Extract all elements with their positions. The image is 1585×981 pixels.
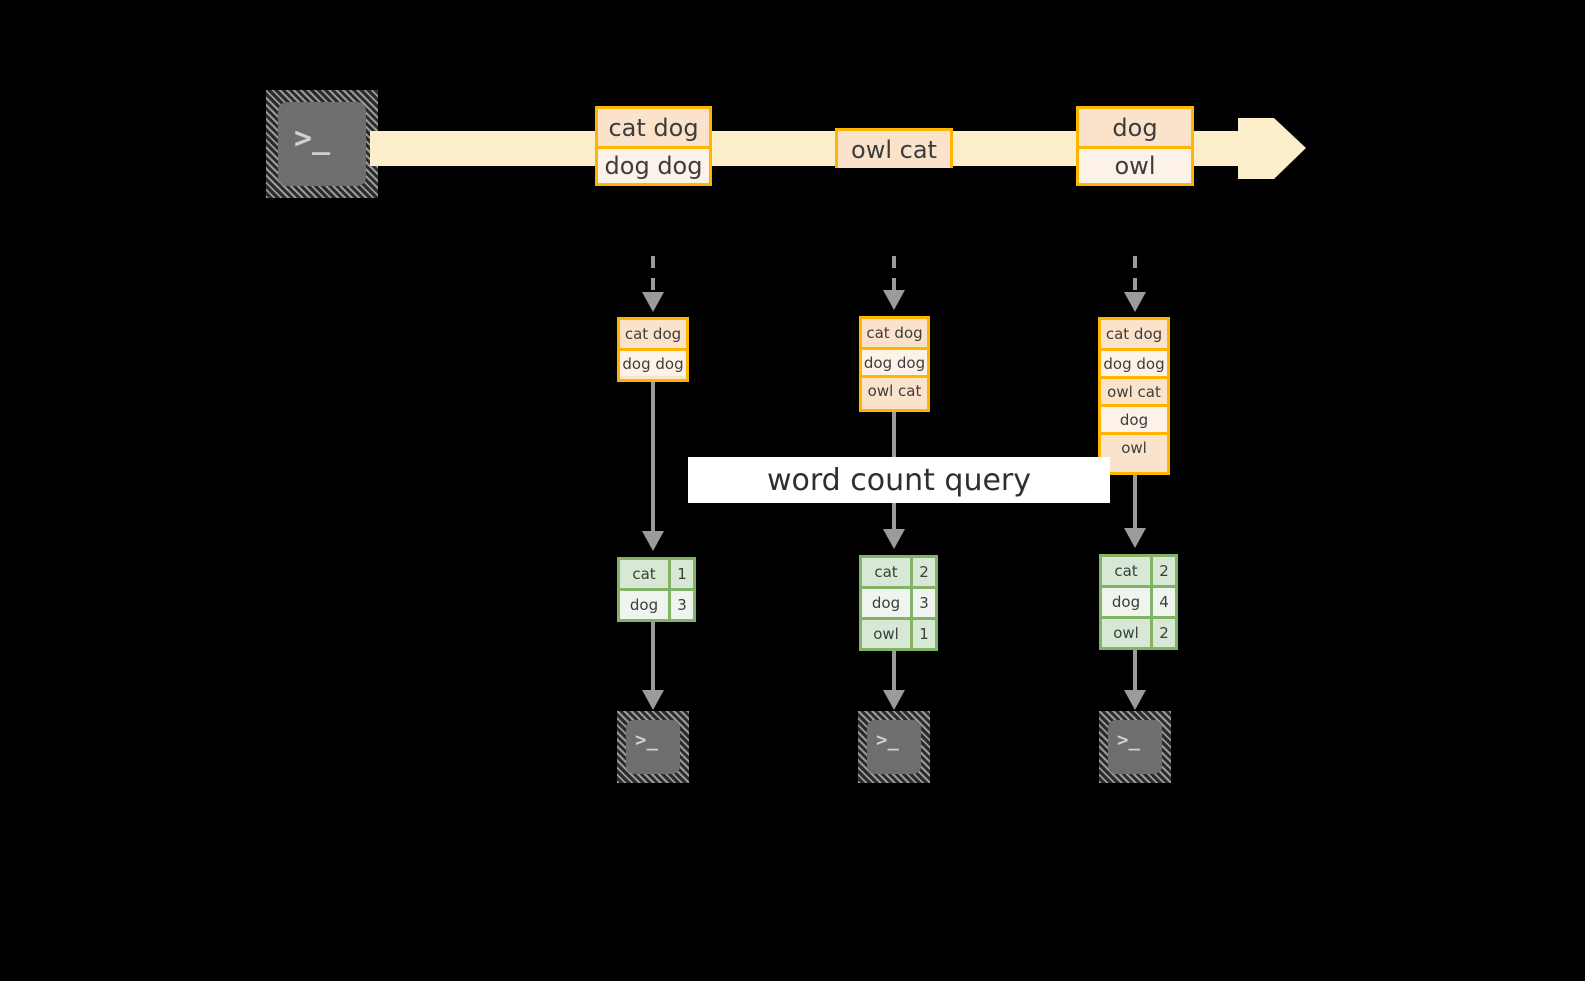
buffer-line: dog dog bbox=[1101, 348, 1167, 376]
snapshot-3-sink-line bbox=[1133, 650, 1137, 697]
buffer-line: cat dog bbox=[862, 319, 927, 347]
buffer-line: owl cat bbox=[1101, 376, 1167, 404]
snapshot-3-query-line bbox=[1133, 475, 1137, 534]
snapshot-1-sink-arrowhead bbox=[642, 690, 664, 710]
terminal-screen: >_ bbox=[626, 720, 680, 774]
snapshot-3-ingest-line bbox=[1133, 256, 1137, 298]
snapshot-1-sink-line bbox=[651, 621, 655, 697]
message-line: dog bbox=[1079, 109, 1191, 146]
table-row: dog 3 bbox=[620, 588, 693, 619]
snapshot-1-ingest-arrowhead bbox=[642, 292, 664, 312]
snapshot-1-ingest-line bbox=[651, 256, 655, 298]
table-row: owl 1 bbox=[862, 617, 935, 648]
result-count: 1 bbox=[668, 560, 693, 588]
snapshot-2-ingest-line bbox=[892, 256, 896, 296]
snapshot-2-ingest-arrowhead bbox=[883, 290, 905, 310]
snapshot-2-sink-arrowhead bbox=[883, 690, 905, 710]
stream-arrow-head-body bbox=[1238, 118, 1274, 179]
source-terminal-icon: >_ bbox=[266, 90, 378, 198]
snapshot-1-query-arrowhead bbox=[642, 531, 664, 551]
snapshot-3-sink-arrowhead bbox=[1124, 690, 1146, 710]
snapshot-2-result-table[interactable]: cat 2 dog 3 owl 1 bbox=[859, 555, 938, 651]
snapshot-2-sink-terminal-icon: >_ bbox=[858, 711, 930, 783]
result-count: 2 bbox=[1150, 619, 1175, 647]
result-word: dog bbox=[620, 591, 668, 619]
buffer-line: dog dog bbox=[862, 347, 927, 375]
buffer-line: cat dog bbox=[1101, 320, 1167, 348]
table-row: cat 2 bbox=[862, 558, 935, 586]
message-line: owl bbox=[1079, 146, 1191, 183]
buffer-line: dog dog bbox=[620, 348, 686, 376]
table-row: dog 4 bbox=[1102, 585, 1175, 616]
terminal-screen: >_ bbox=[278, 102, 366, 186]
result-count: 2 bbox=[1150, 557, 1175, 585]
snapshot-3-result-table[interactable]: cat 2 dog 4 owl 2 bbox=[1099, 554, 1178, 650]
terminal-prompt-glyph: >_ bbox=[635, 729, 658, 751]
query-label-text: word count query bbox=[766, 462, 1032, 498]
buffer-line: owl cat bbox=[862, 375, 927, 403]
stream-arrow-tip bbox=[1274, 118, 1306, 179]
snapshot-1-result-table[interactable]: cat 1 dog 3 bbox=[617, 557, 696, 622]
result-count: 2 bbox=[910, 558, 935, 586]
result-count: 4 bbox=[1150, 588, 1175, 616]
snapshot-3-ingest-arrowhead bbox=[1124, 292, 1146, 312]
terminal-screen: >_ bbox=[867, 720, 921, 774]
snapshot-3-buffer[interactable]: cat dog dog dog owl cat dog owl bbox=[1098, 317, 1170, 475]
snapshot-2-sink-line bbox=[892, 651, 896, 697]
snapshot-2-buffer[interactable]: cat dog dog dog owl cat bbox=[859, 316, 930, 412]
table-row: owl 2 bbox=[1102, 616, 1175, 647]
result-word: cat bbox=[862, 558, 910, 586]
result-word: owl bbox=[862, 620, 910, 648]
stream-message-2[interactable]: owl cat bbox=[835, 128, 953, 168]
result-word: cat bbox=[1102, 557, 1150, 585]
stream-message-3[interactable]: dog owl bbox=[1076, 106, 1194, 186]
result-word: dog bbox=[862, 589, 910, 617]
snapshot-3-sink-terminal-icon: >_ bbox=[1099, 711, 1171, 783]
message-line: cat dog bbox=[598, 109, 709, 146]
snapshot-1-sink-terminal-icon: >_ bbox=[617, 711, 689, 783]
result-word: dog bbox=[1102, 588, 1150, 616]
result-count: 3 bbox=[668, 591, 693, 619]
stream-message-1[interactable]: cat dog dog dog bbox=[595, 106, 712, 186]
terminal-prompt-glyph: >_ bbox=[294, 121, 331, 156]
snapshot-2-query-arrowhead bbox=[883, 529, 905, 549]
query-label-banner: word count query bbox=[688, 457, 1110, 503]
terminal-prompt-glyph: >_ bbox=[876, 729, 899, 751]
snapshot-3-query-arrowhead bbox=[1124, 528, 1146, 548]
result-word: owl bbox=[1102, 619, 1150, 647]
message-line: owl cat bbox=[838, 131, 950, 168]
buffer-line: owl bbox=[1101, 432, 1167, 460]
result-count: 3 bbox=[910, 589, 935, 617]
result-count: 1 bbox=[910, 620, 935, 648]
buffer-line: cat dog bbox=[620, 320, 686, 348]
table-row: cat 2 bbox=[1102, 557, 1175, 585]
table-row: dog 3 bbox=[862, 586, 935, 617]
result-word: cat bbox=[620, 560, 668, 588]
table-row: cat 1 bbox=[620, 560, 693, 588]
terminal-screen: >_ bbox=[1108, 720, 1162, 774]
terminal-prompt-glyph: >_ bbox=[1117, 729, 1140, 751]
buffer-line: dog bbox=[1101, 404, 1167, 432]
snapshot-1-query-line bbox=[651, 382, 655, 536]
snapshot-1-buffer[interactable]: cat dog dog dog bbox=[617, 317, 689, 382]
message-line: dog dog bbox=[598, 146, 709, 183]
